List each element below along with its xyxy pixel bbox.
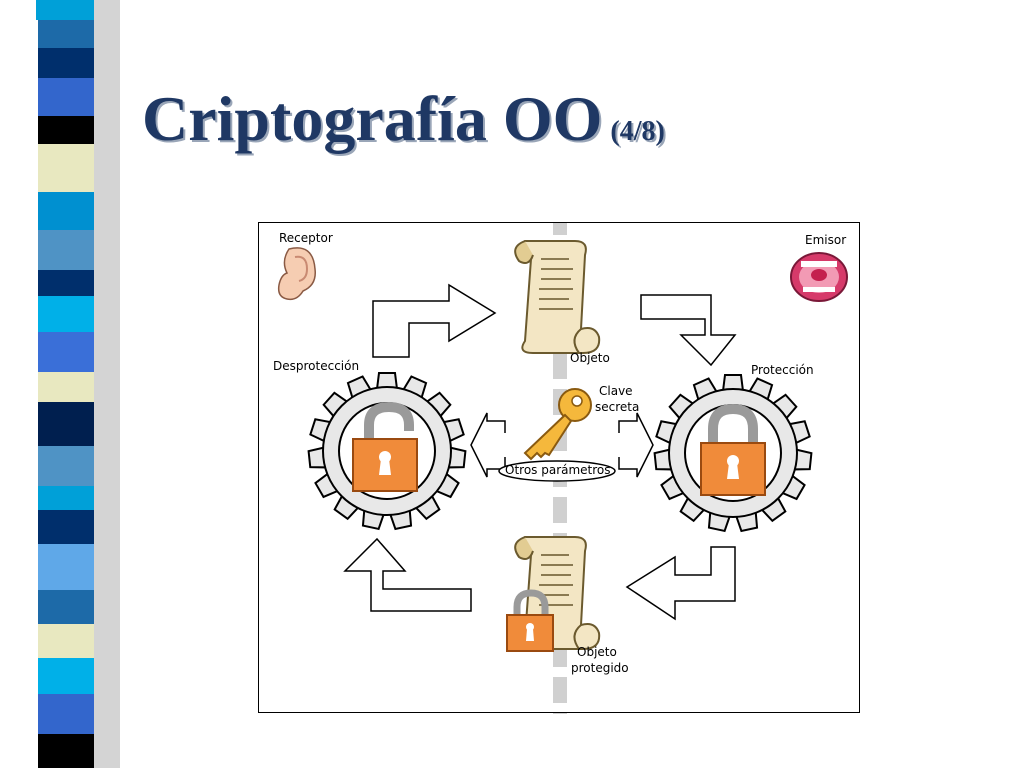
ear-icon [277, 247, 316, 301]
parameters-disk [498, 460, 616, 482]
arrow-key-to-unprotection [470, 412, 506, 478]
arrow-to-unprotection [343, 537, 472, 612]
decorative-side-stripe [0, 0, 120, 768]
label-otros-parametros: Otros parámetros [505, 463, 611, 477]
key-icon [523, 388, 592, 461]
arrow-to-object [372, 283, 497, 358]
arrow-to-protection [640, 294, 737, 367]
diagram-graphics [277, 223, 848, 714]
slide-title: Criptografía OO(4/8) [142, 80, 665, 171]
padlock-icon [352, 401, 418, 492]
cryptography-diagram: Receptor Emisor Objeto Desprotección Pro… [258, 222, 860, 714]
arrow-key-to-protection [618, 412, 654, 478]
padlock-icon [700, 403, 766, 496]
label-clave-secreta-2: secreta [595, 400, 640, 414]
label-emisor: Emisor [805, 233, 847, 247]
label-objeto-protegido-1: Objeto [577, 645, 617, 659]
arrow-to-protected-object [625, 546, 736, 621]
mouth-icon [790, 252, 848, 302]
label-clave-secreta-1: Clave [599, 384, 633, 398]
label-proteccion: Protección [751, 363, 814, 377]
padlock-icon [506, 589, 554, 652]
label-desproteccion: Desprotección [273, 359, 360, 373]
scroll-icon [514, 240, 601, 354]
label-objeto: Objeto [570, 351, 610, 365]
slide-title-text: Criptografía OO [142, 83, 603, 154]
label-objeto-protegido-2: protegido [571, 661, 629, 675]
label-receptor: Receptor [279, 231, 333, 245]
slide-page-indicator: (4/8) [610, 116, 665, 147]
